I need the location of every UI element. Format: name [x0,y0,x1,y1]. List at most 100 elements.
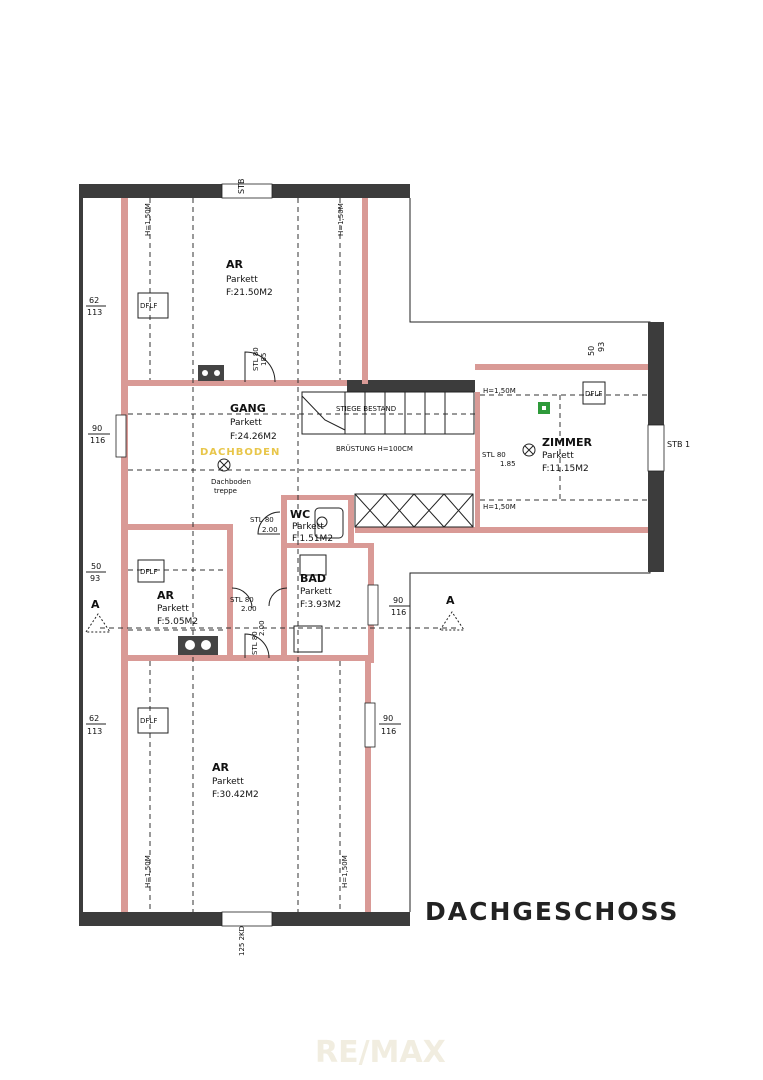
door-label: STL 80 [252,347,260,371]
room-floor: Parkett [300,587,332,597]
window-gang [115,414,127,458]
section-letter: A [91,598,100,611]
skylight [137,707,169,734]
roof-outline [409,198,651,912]
brustung-label: BRÜSTUNG H=100CM [336,444,413,453]
shower-icon [293,625,323,653]
door-arc [257,511,281,535]
window-ar-bottom [364,702,376,748]
door-label: 2.00 [241,605,257,613]
door-arc [244,633,270,659]
section-marker [85,613,111,633]
dachboden-label: DACHBODEN [200,447,280,458]
window-dim: 50 [91,562,101,571]
skylight [137,559,165,583]
chimney-mid [178,636,218,655]
skylight-label: DFLF [140,717,157,725]
staircase [301,391,475,435]
room-floor: Parkett [542,451,574,461]
treppe-label: treppe [214,487,237,495]
plan-title: DACHGESCHOSS [425,897,679,926]
light-fixture-icon [522,443,536,457]
section-letter: A [446,594,455,607]
toilet-icon [314,507,344,539]
door-arc [268,587,288,607]
treppe-label: Dachboden [211,478,251,486]
room-area: F:21.50M2 [226,288,273,298]
pink-wall-wc-right [348,495,354,547]
pink-wall-ar-top-bottom [121,380,347,386]
height-label: H=1,50M [337,203,345,236]
door-label: 185 [260,353,268,366]
window-dim: 62 [89,296,99,305]
door-label: STL 80 [482,451,506,459]
height-label: H=1,50M [483,503,516,511]
height-label: H=1,50M [144,855,152,888]
door-label: STL 80 [251,631,259,655]
room-name: WC [290,508,310,521]
room-area: F:24.26M2 [230,432,277,442]
window-dim: 113 [87,727,102,736]
stb-label: STB [237,179,246,194]
pink-wall-zimmer-top [475,364,648,370]
room-area: F:5.05M2 [157,617,198,627]
window-dim: 90 [92,424,102,433]
window-right [647,424,665,472]
pink-wall-zimmer-bottom [355,527,648,533]
skylight-label: DFLF [140,302,157,310]
skylight-label: DFLF [585,390,602,398]
window-dim: 113 [87,308,102,317]
section-marker [439,611,465,631]
pink-wall-wc-top [281,495,353,500]
window-dim: 50 [587,346,596,356]
pink-wall-zimmer-left [475,392,480,532]
window-dim: 116 [391,608,406,617]
stair-curve [301,395,346,431]
light-fixture-icon [217,458,231,472]
door-arc [244,351,276,383]
door-label: STL 80 [230,596,254,604]
pink-wall-left [121,198,128,912]
sink-icon [299,554,327,576]
room-area: F:3.93M2 [300,600,341,610]
height-label: H=1,50M [341,855,349,888]
pink-wall-bad-top [281,543,373,548]
room-name: AR [226,258,244,271]
room-floor: Parkett [157,604,189,614]
door-label: 1.85 [500,460,516,468]
room-area: F:30.42M2 [212,790,259,800]
watermark-logo: RE/MAX [315,1035,446,1070]
chimney-top [198,365,224,381]
wall-stair-top [347,380,475,392]
window-top [221,183,273,199]
window-bottom [221,911,273,927]
window-dim: 62 [89,714,99,723]
height-label: H=1,50M [483,387,516,395]
height-label: H=1,50M [144,203,152,236]
skylight [137,292,169,319]
room-floor: Parkett [292,522,324,532]
wall-left-top [79,184,83,926]
skylight-label: DFLF [140,568,157,576]
room-name: ZIMMER [542,436,592,449]
door-label: 2.00 [258,620,266,636]
room-area: F:1.51M2 [292,534,333,544]
pink-wall-right-top [362,198,368,384]
stb-label: STB 1 [667,440,690,449]
window-bad [367,584,379,626]
void-braces [354,493,474,528]
room-floor: Parkett [226,275,258,285]
room-name: AR [157,589,175,602]
pink-wall-ar-bottom-top [121,655,374,661]
room-floor: Parkett [212,777,244,787]
stb-label: 125 2KD [238,926,246,956]
door-label: STL 80 [250,516,274,524]
room-area: F:11.15M2 [542,464,589,474]
void-braced [354,493,474,528]
window-dim: 90 [383,714,393,723]
room-name: AR [212,761,230,774]
room-name: GANG [230,402,266,415]
window-dim: 93 [597,342,606,352]
window-dim: 93 [90,574,100,583]
skylight [582,381,606,405]
